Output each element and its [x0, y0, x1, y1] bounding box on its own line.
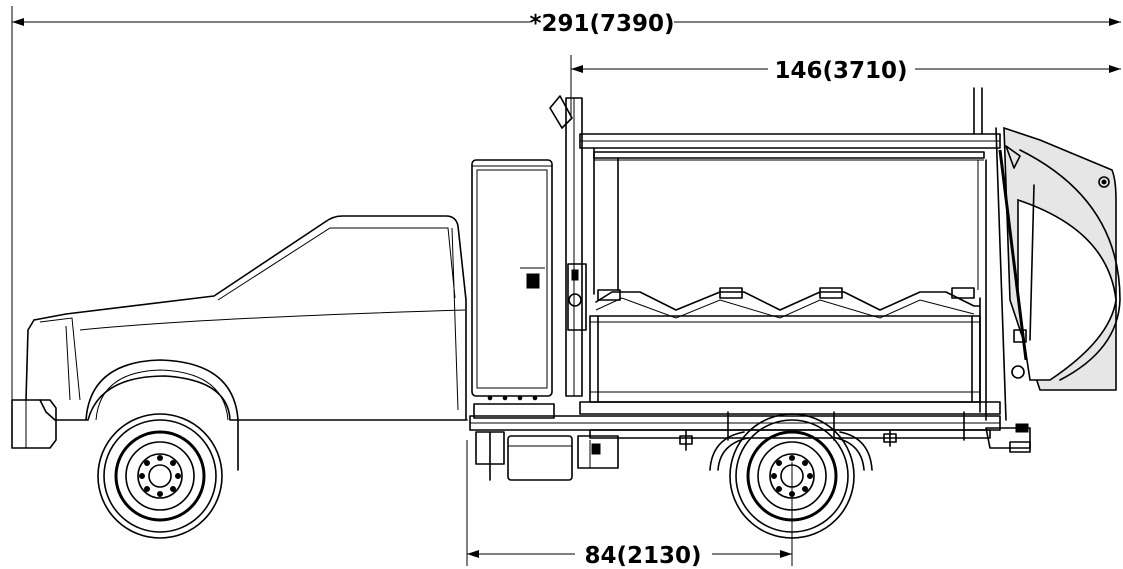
front-wheel	[97, 413, 223, 539]
overall-length-label: *291(7390)	[529, 11, 674, 37]
chassis-frame	[469, 411, 1031, 481]
dimension-body-length: 146(3710)	[570, 55, 1121, 120]
body-front-frame	[549, 95, 587, 397]
body-hopper	[579, 159, 1001, 421]
rear-wheel	[729, 413, 855, 539]
truck-cab	[11, 215, 468, 471]
body-top-rail	[579, 87, 1001, 295]
dimension-wheelbase: 84(2130)	[466, 440, 793, 569]
body-length-label: 146(3710)	[774, 58, 907, 84]
tailgate	[995, 126, 1121, 421]
side-compartment	[471, 159, 555, 419]
rear-fenders	[709, 431, 873, 471]
dimension-overall-length: *291(7390)	[11, 6, 1121, 400]
wheelbase-label: 84(2130)	[584, 543, 701, 569]
